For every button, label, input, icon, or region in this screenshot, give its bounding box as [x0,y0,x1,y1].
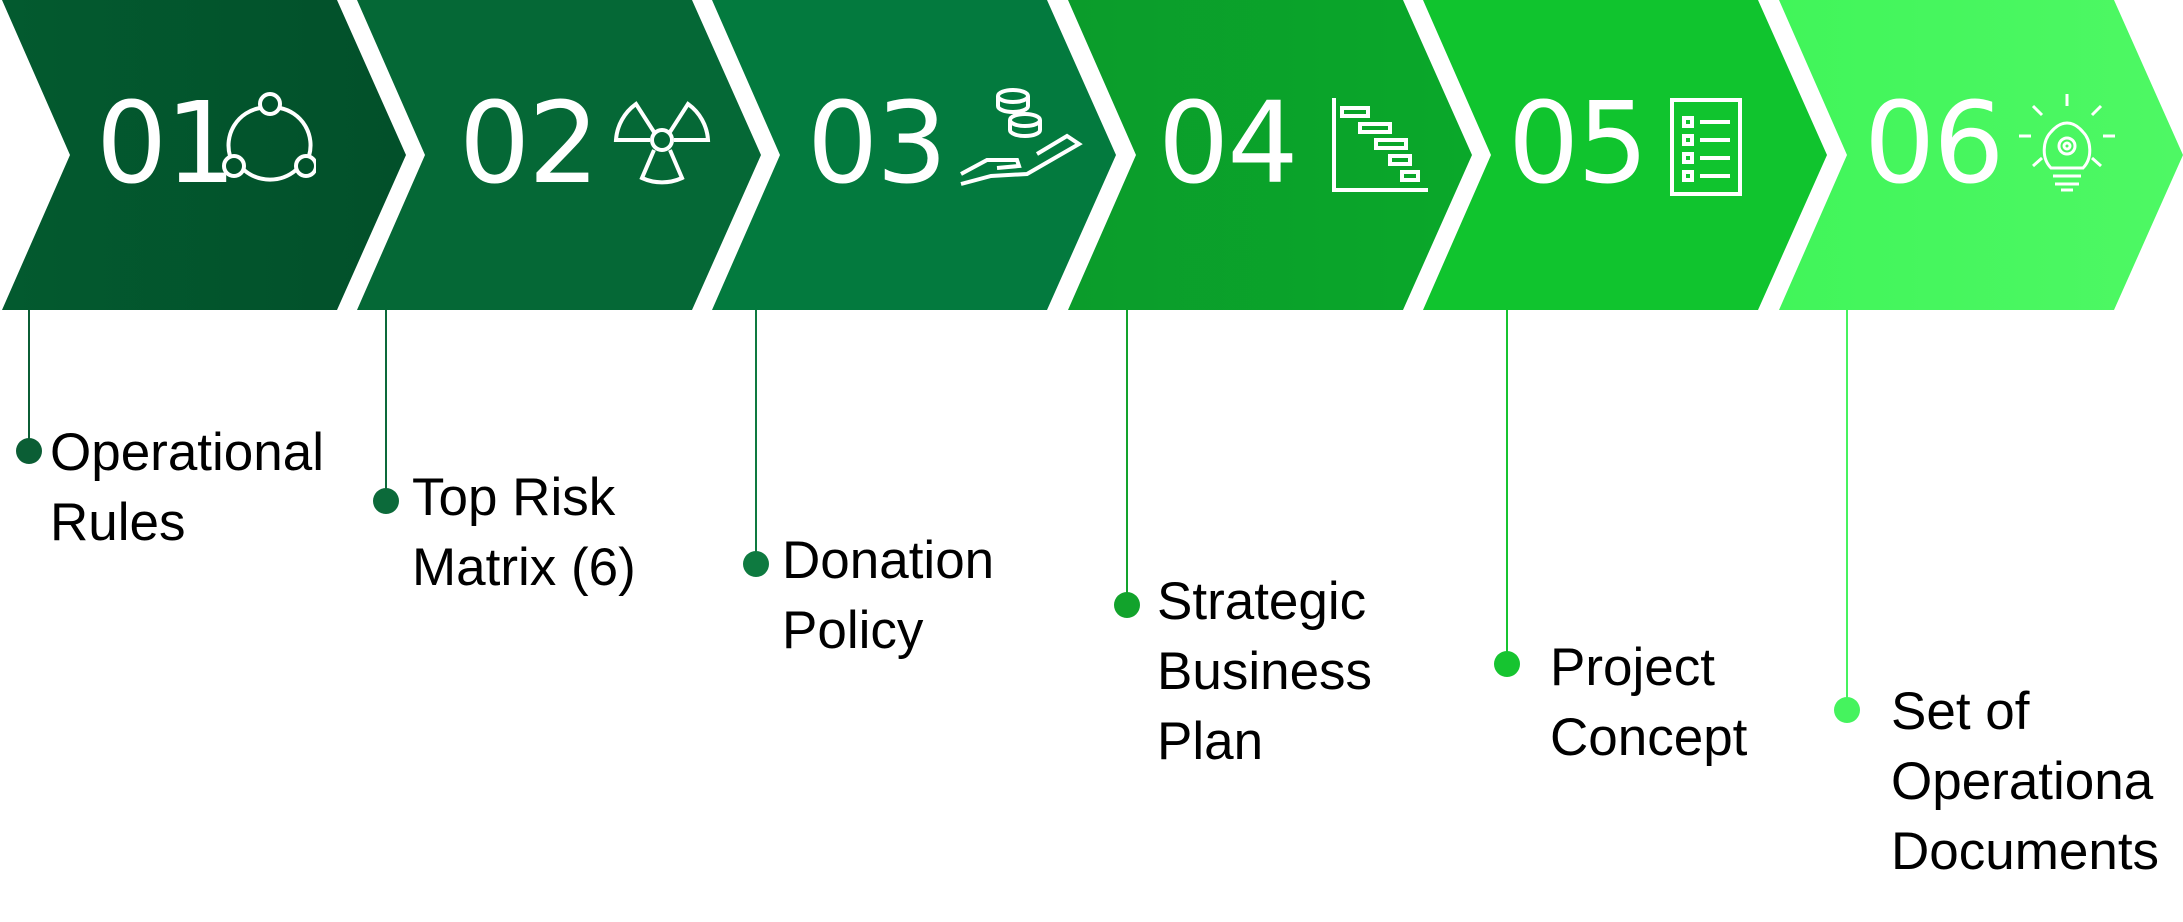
lightbulb-gear-icon [2017,92,2117,207]
step-06-label: Set of Operationa Documents [1891,682,2160,881]
step-04-stem [1126,310,1128,603]
step-05-stem [1506,310,1508,662]
radiation-hazard-icon [612,88,712,193]
step-02-dot [373,488,399,514]
step-05-dot [1494,651,1520,677]
step-02-stem [385,310,387,496]
step-06-chevron: 06 [1779,0,2183,310]
step-01-label: Operational Rules [50,423,325,552]
step-01-number: 01 [96,79,237,209]
step-03-stem [755,310,757,563]
step-03-dot [743,551,769,577]
step-02-number: 02 [459,79,600,209]
step-04-dot [1114,592,1140,618]
step-06-stem [1846,310,1848,702]
step-04-number: 04 [1158,79,1299,209]
step-03-label: Donation Policy [782,531,995,660]
step-03-number: 03 [807,79,948,209]
step-03-chevron: 03 [712,0,1120,310]
step-05-chevron: 05 [1423,0,1831,310]
gantt-chart-icon [1330,96,1430,201]
step-01-stem [28,310,30,448]
step-02-chevron: 02 [357,0,765,310]
step-04-label: Strategic Business Plan [1157,572,1373,771]
step-06-dot [1834,697,1860,723]
step-05-number: 05 [1508,79,1649,209]
share-network-icon [216,88,318,193]
hand-coins-icon [957,88,1087,193]
step-01-dot [16,438,42,464]
step-06-number: 06 [1864,79,2005,209]
checklist-icon [1668,98,1744,203]
step-01-chevron: 01 [2,0,410,310]
step-02-label: Top Risk Matrix (6) [412,468,636,597]
step-05-label: Project Concept [1550,638,1748,767]
step-04-chevron: 04 [1068,0,1476,310]
